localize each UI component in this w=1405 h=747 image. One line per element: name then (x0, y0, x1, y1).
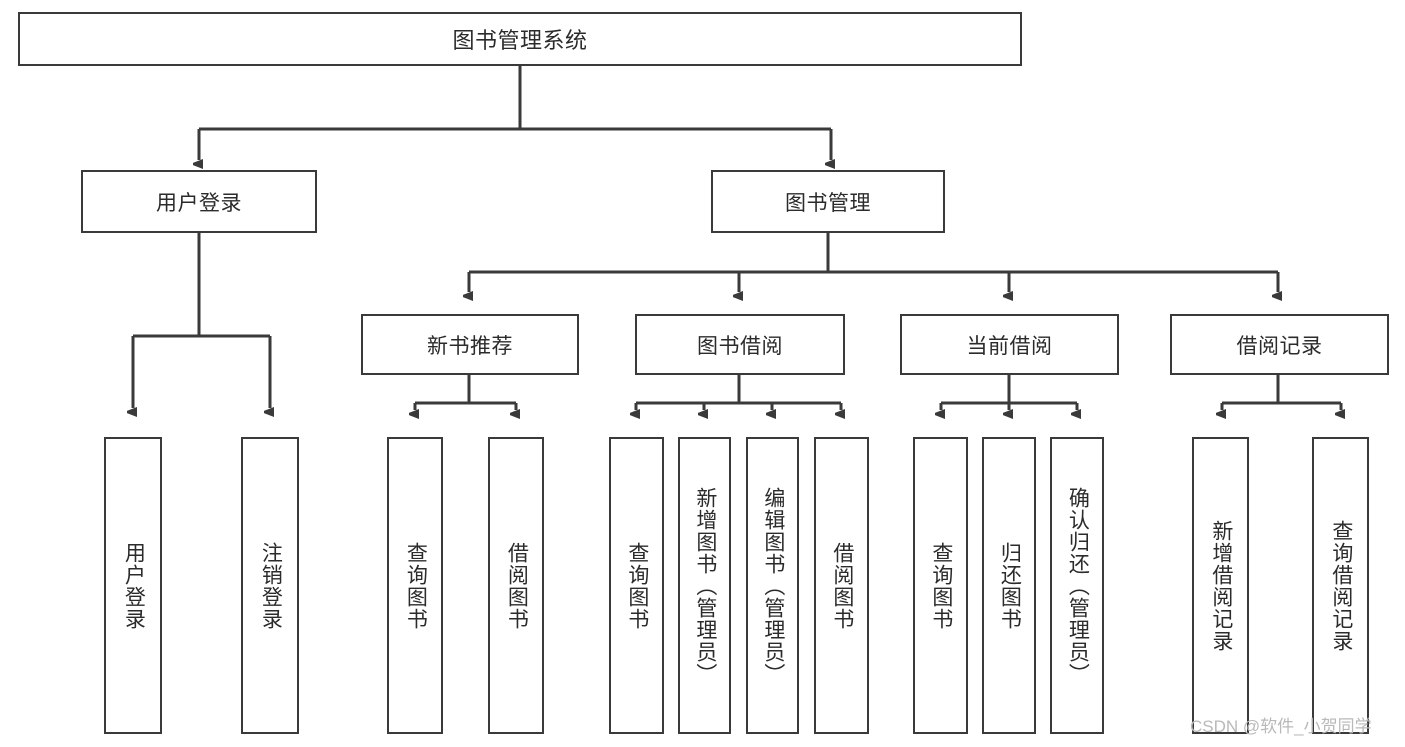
node-label: 用户登录 (122, 541, 146, 630)
csdn-watermark: CSDN @软件_小贺同学 (1190, 717, 1372, 736)
node-new-book-recommend[interactable]: 新书推荐 (361, 314, 579, 375)
leaf-borrow-edit-book[interactable]: 编辑图书（管理员） (746, 437, 799, 734)
node-book-management[interactable]: 图书管理 (711, 170, 945, 233)
leaf-borrow-add-book[interactable]: 新增图书（管理员） (678, 437, 731, 734)
node-label: 新增借阅记录 (1209, 519, 1233, 652)
leaf-record-query[interactable]: 查询借阅记录 (1312, 437, 1369, 734)
node-borrow-record[interactable]: 借阅记录 (1170, 314, 1389, 375)
node-label: 新书推荐 (427, 334, 513, 358)
node-current-borrow[interactable]: 当前借阅 (900, 314, 1119, 375)
node-label: 新增图书（管理员） (693, 486, 717, 685)
node-label: 注销登录 (259, 541, 283, 630)
node-label: 图书管理系统 (452, 28, 588, 53)
node-label: 编辑图书（管理员） (761, 486, 785, 685)
node-label: 借阅记录 (1236, 334, 1323, 358)
node-label: 图书管理 (785, 191, 871, 215)
node-label: 借阅图书 (505, 541, 529, 630)
node-label: 当前借阅 (966, 334, 1053, 358)
node-label: 借阅图书 (830, 541, 854, 630)
node-root-system[interactable]: 图书管理系统 (18, 12, 1022, 66)
node-label: 查询图书 (625, 541, 649, 630)
leaf-user-logout[interactable]: 注销登录 (241, 437, 299, 734)
leaf-recommend-borrow-book[interactable]: 借阅图书 (488, 437, 544, 734)
node-book-borrow[interactable]: 图书借阅 (635, 314, 845, 375)
node-label: 查询图书 (929, 541, 953, 630)
node-label: 图书借阅 (697, 334, 783, 358)
leaf-user-login[interactable]: 用户登录 (104, 437, 162, 734)
node-label: 查询图书 (404, 541, 428, 630)
node-label: 用户登录 (156, 191, 242, 215)
node-label: 归还图书 (998, 541, 1022, 630)
node-label: 查询借阅记录 (1329, 519, 1353, 652)
leaf-borrow-query-book[interactable]: 查询图书 (609, 437, 664, 734)
leaf-current-query-book[interactable]: 查询图书 (913, 437, 968, 734)
leaf-record-add[interactable]: 新增借阅记录 (1192, 437, 1249, 734)
leaf-current-confirm-return[interactable]: 确认归还（管理员） (1050, 437, 1104, 734)
node-label: 确认归还（管理员） (1066, 486, 1090, 685)
leaf-current-return-book[interactable]: 归还图书 (982, 437, 1036, 734)
node-user-login[interactable]: 用户登录 (81, 170, 317, 233)
leaf-borrow-borrow-book[interactable]: 借阅图书 (814, 437, 869, 734)
leaf-recommend-query-book[interactable]: 查询图书 (387, 437, 443, 734)
